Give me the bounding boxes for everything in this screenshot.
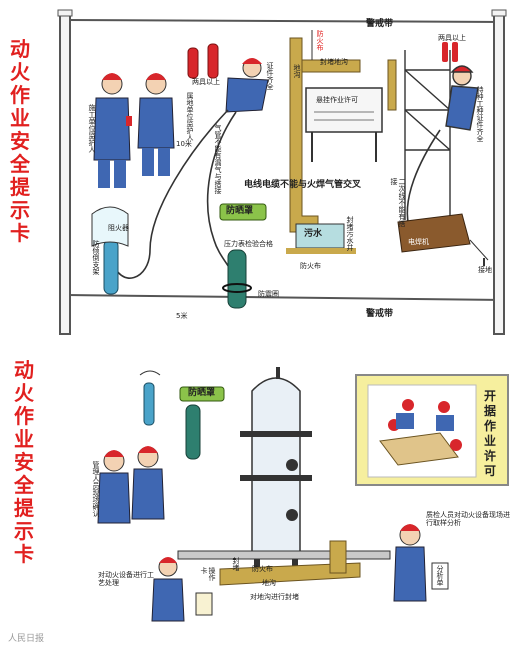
process-treat-label: 对动火设备进行工艺处理 bbox=[98, 571, 154, 587]
gas-cylinders bbox=[91, 203, 267, 309]
seal-ditch-label-bottom: 对地沟进行封堵 bbox=[250, 593, 299, 601]
no-lean-label: 气管不能有漏气与搭接 bbox=[214, 124, 222, 194]
sunshade-label-top: 防晒罩 bbox=[226, 206, 254, 216]
guardian-figures bbox=[93, 73, 175, 188]
management-label: 管理人员现场确认 bbox=[92, 461, 100, 517]
permit-char-2: 据 bbox=[483, 404, 496, 418]
ditch bbox=[289, 30, 397, 233]
gas-cylinders-bottom bbox=[139, 370, 225, 460]
permit-text: 开 据 作 业 许 可 bbox=[480, 389, 500, 479]
ditch-label-bottom: 地沟 bbox=[262, 579, 276, 587]
secondary-cable-label: 二次线不能有搭接 bbox=[390, 178, 406, 227]
permit-frame bbox=[355, 374, 509, 486]
cordon-label-bottom: 警戒带 bbox=[366, 309, 394, 319]
qc-sampling-label: 质检人员对动火设备现场进行取样分析 bbox=[426, 511, 510, 527]
scaffold bbox=[404, 50, 479, 220]
sunshade-label-bottom: 防晒罩 bbox=[188, 388, 216, 398]
qc-worker bbox=[393, 524, 449, 602]
backfire-label: 阻火器 bbox=[108, 224, 129, 232]
cert-worker-label: 证件齐全 bbox=[266, 62, 274, 90]
distance-10m-label: 10米 bbox=[176, 140, 192, 148]
fire-cloth-top-label: 防火布 bbox=[316, 30, 324, 51]
ditch-label: 地沟 bbox=[293, 64, 301, 78]
anti-tip-label: 防倾倒支架 bbox=[92, 240, 100, 275]
top-illustration bbox=[57, 9, 507, 335]
permit-char-1: 开 bbox=[483, 389, 496, 403]
welder-figure-top bbox=[225, 58, 269, 113]
permit-board-label: 悬挂作业许可 bbox=[316, 96, 358, 104]
extinguisher-qty-right: 两具以上 bbox=[438, 34, 466, 42]
watermark: 人民日报 bbox=[8, 634, 45, 644]
anti-shock-label: 防震圈 bbox=[258, 290, 279, 298]
card-title-bottom: 动火作业安全提示卡 bbox=[14, 358, 34, 566]
permit-board bbox=[305, 87, 383, 162]
seal-label: 封堵 bbox=[232, 557, 240, 571]
process-column bbox=[240, 367, 312, 577]
cordon-label-top: 警戒带 bbox=[366, 19, 394, 29]
ground-label: 接地 bbox=[478, 266, 492, 274]
analysis-sheet-label: 分析单 bbox=[436, 565, 444, 586]
permit-char-6: 可 bbox=[483, 464, 496, 478]
guardian-site-label: 属地单位监护人 bbox=[186, 92, 194, 141]
sewage-well bbox=[286, 223, 356, 254]
welder-label: 电焊机 bbox=[408, 238, 429, 246]
permit-char-4: 业 bbox=[483, 434, 496, 448]
cable-rule-label: 电线电缆不能与火焊气管交叉 bbox=[244, 180, 362, 190]
card-title-top: 动火作业安全提示卡 bbox=[10, 37, 30, 245]
fire-cloth-label: 防火布 bbox=[252, 565, 273, 573]
special-cert-label: 特种工种证件齐全 bbox=[476, 86, 484, 142]
warning-cordon bbox=[57, 9, 507, 335]
permit-char-3: 作 bbox=[483, 419, 496, 433]
safety-card-top: 动火作业安全提示卡 警戒带 警戒带 施工单位监护人 属地单位监护人 两具以上 两… bbox=[10, 9, 507, 335]
safety-card-bottom: 动火作业安全提示卡 防晒罩 管理人员现场确认 对动火设备进行工艺处理 操作卡 封… bbox=[0, 345, 519, 650]
fire-cloth-sewer-label: 防火布 bbox=[300, 262, 321, 270]
bottom-illustration bbox=[97, 367, 509, 622]
process-worker bbox=[151, 557, 213, 622]
permit-char-5: 许 bbox=[483, 449, 496, 463]
pipe-ditch bbox=[177, 540, 391, 586]
distance-5m-label: 5米 bbox=[176, 312, 188, 320]
seal-sewer-label: 封堵污水井 bbox=[346, 216, 354, 251]
welding-machine bbox=[397, 213, 489, 266]
seal-ditch-label: 封堵地沟 bbox=[320, 58, 348, 66]
manager-figures bbox=[97, 446, 165, 524]
gauge-qualified-label: 压力表检验合格 bbox=[224, 240, 273, 248]
sewage-label: 污水 bbox=[304, 229, 323, 239]
extinguisher-qty-left: 两具以上 bbox=[192, 78, 220, 86]
guardian-construction-label: 施工单位监护人 bbox=[88, 104, 96, 153]
fire-extinguishers-top bbox=[187, 42, 458, 79]
op-tag-label: 操作卡 bbox=[200, 567, 216, 581]
